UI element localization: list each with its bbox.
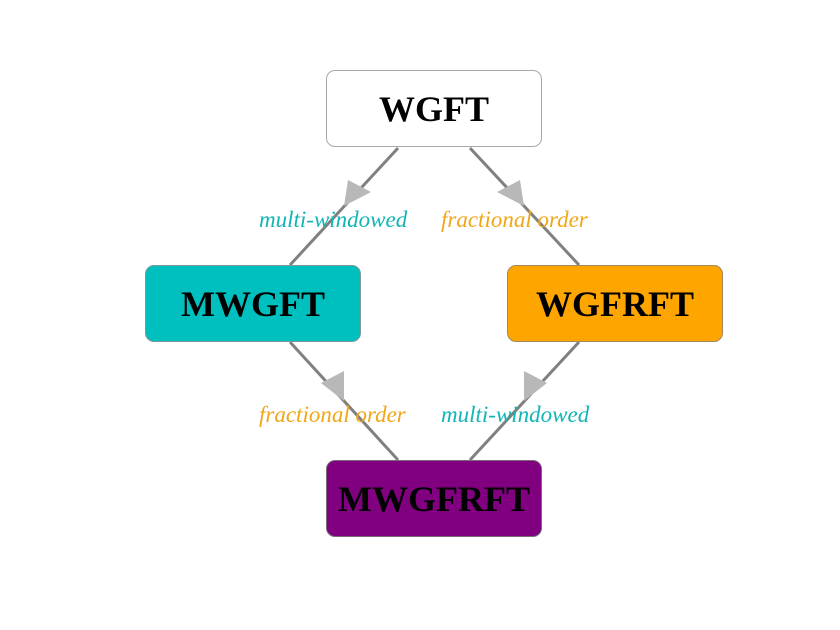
edge-wgfrft-mwgfrft bbox=[468, 340, 581, 462]
arrowhead-icon bbox=[321, 371, 344, 401]
edge-wgft-wgfrft bbox=[468, 146, 581, 267]
edge-label-multi-windowed: multi-windowed bbox=[441, 402, 590, 427]
edge-wgft-mwgft bbox=[288, 146, 400, 267]
node-wgfrft: WGFRFT bbox=[507, 265, 723, 342]
edge-label-multi-windowed: multi-windowed bbox=[259, 207, 408, 232]
arrowhead-icon bbox=[344, 180, 371, 206]
edge-label-fractional-order: fractional order bbox=[441, 207, 588, 232]
edge-label-fractional-order: fractional order bbox=[259, 402, 406, 427]
node-mwgfrft: MWGFRFT bbox=[326, 460, 542, 537]
arrowhead-icon bbox=[524, 371, 547, 401]
node-wgft: WGFT bbox=[326, 70, 542, 147]
node-mwgft: MWGFT bbox=[145, 265, 361, 342]
arrowhead-icon bbox=[497, 180, 524, 206]
